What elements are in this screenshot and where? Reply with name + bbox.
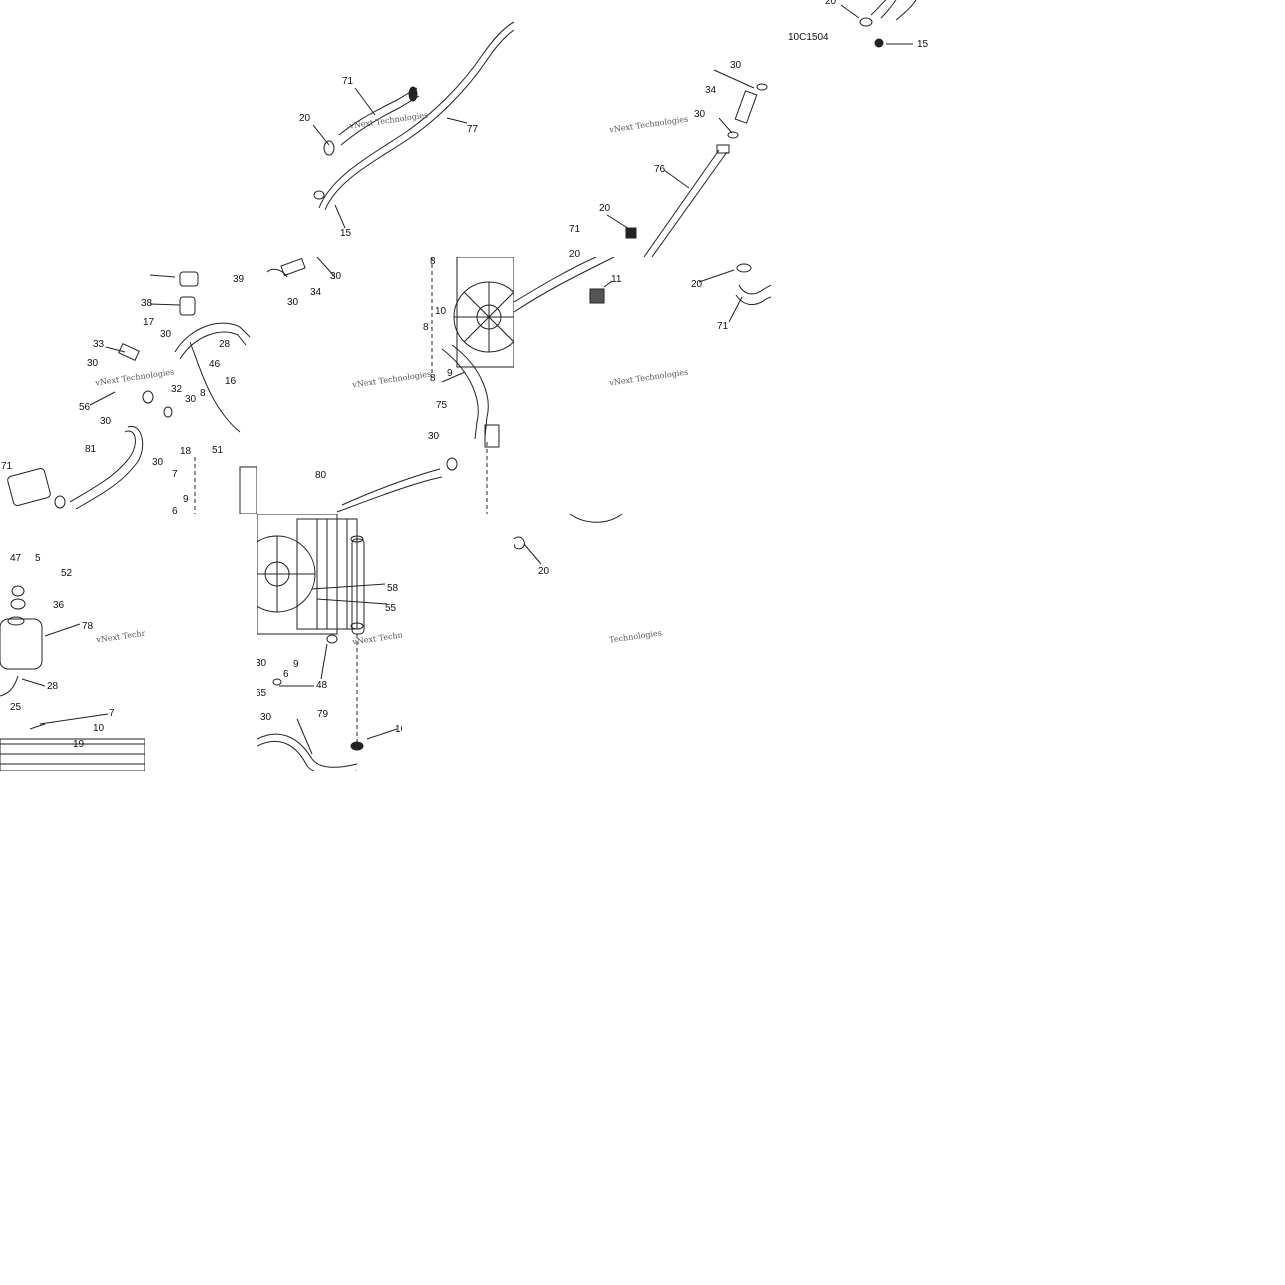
- pipe-drawing: [606, 69, 768, 257]
- callout: 30: [330, 271, 342, 282]
- clamp-drawing: [514, 514, 623, 565]
- diagram-tile-fan-hoses: 30 34 30 8 10 8 8 9 75 30 80 vNext Techn…: [257, 257, 514, 514]
- callout: 39: [233, 274, 245, 285]
- callout: 20: [691, 279, 703, 290]
- callout: 7: [172, 469, 178, 480]
- callout: 71: [569, 224, 581, 235]
- callout: 11: [611, 274, 622, 285]
- callout: 19: [73, 739, 85, 750]
- diagram-tile-corner: 20 15 10C1504: [771, 0, 1028, 60]
- callout: 30: [160, 329, 172, 340]
- callout: 38: [141, 298, 153, 309]
- callout: 30: [260, 712, 272, 723]
- radiator-drawing: [257, 514, 398, 771]
- callout: 15: [340, 228, 352, 239]
- diagram-tile-clamp: 25 20 Technologies: [514, 514, 771, 664]
- callout: 5: [35, 553, 41, 564]
- hose-end-drawing: [840, 0, 917, 48]
- fan-drawing: [266, 257, 514, 514]
- callout: 33: [93, 339, 105, 350]
- callout: 20: [538, 566, 550, 577]
- callout: 52: [61, 568, 73, 579]
- reservoir-drawing: [0, 585, 145, 771]
- callout: 9: [447, 368, 453, 379]
- callout: 30: [87, 358, 99, 369]
- callout: 10: [435, 306, 447, 317]
- diagram-tile-reservoir-fittings: 39 38 17 30 28 33 30 46 16 56 32 30 8 30…: [0, 257, 257, 514]
- callout: 77: [467, 124, 479, 135]
- callout: 28: [47, 681, 59, 692]
- callout: 51: [212, 445, 224, 456]
- callout: 30: [694, 109, 706, 120]
- callout: 81: [85, 444, 97, 455]
- callout: 78: [82, 621, 94, 632]
- callout: 25: [10, 702, 22, 713]
- callout: 30: [100, 416, 112, 427]
- elbow-drawing: [514, 257, 771, 514]
- callout: 34: [310, 287, 322, 298]
- callout: 7: [109, 708, 115, 719]
- diagram-tile-upper-hoses: 71 20 77 15 vNext Technologies: [257, 0, 514, 257]
- callout: 30: [185, 394, 197, 405]
- callout: 8: [200, 388, 206, 399]
- callout: 71: [717, 321, 729, 332]
- callout: 79: [317, 709, 329, 720]
- callout: 75: [436, 400, 448, 411]
- callout: 46: [209, 359, 221, 370]
- callout: 65: [257, 688, 267, 699]
- callout: 80: [315, 470, 327, 481]
- callout: 56: [79, 402, 91, 413]
- diagram-tile-pipe-76: 30 34 30 76 20 71 20 vNext Technologies: [514, 0, 771, 257]
- callout: 30: [152, 457, 164, 468]
- callout: 20: [299, 113, 311, 124]
- callout: 71: [342, 76, 354, 87]
- callout: 30: [730, 60, 742, 71]
- callout: 8: [430, 257, 436, 267]
- callout: 15: [917, 39, 929, 50]
- callout: 58: [387, 583, 399, 594]
- callout: 9: [293, 659, 299, 670]
- callout: 47: [10, 553, 22, 564]
- callout: 17: [143, 317, 155, 328]
- callout: 20: [825, 0, 837, 7]
- callout: 30: [428, 431, 440, 442]
- callout: 8: [423, 322, 429, 333]
- callout: 36: [53, 600, 65, 611]
- callout: 6: [172, 506, 178, 515]
- callout: 28: [219, 339, 231, 350]
- callout: 6: [283, 669, 289, 680]
- callout: 32: [171, 384, 183, 395]
- diagram-tile-radiator: 58 55 30 9 6 48 65 79 30 16 vNext Techno…: [257, 514, 402, 771]
- callout: 18: [180, 446, 192, 457]
- callout: 76: [654, 164, 666, 175]
- callout: 20: [599, 203, 611, 214]
- callout: 48: [316, 680, 328, 691]
- callout: 16: [395, 724, 402, 735]
- fittings-drawing: [7, 271, 257, 514]
- drawing-code: 10C1504: [788, 32, 829, 43]
- diagram-tile-reservoir: 47 5 52 36 78 28 25 7 10 19 vNext Techno…: [0, 514, 145, 771]
- callout: 16: [225, 376, 237, 387]
- callout: 9: [183, 494, 189, 505]
- callout: 71: [1, 461, 13, 472]
- callout: 30: [257, 658, 267, 669]
- callout: 30: [287, 297, 299, 308]
- callout: 10: [93, 723, 105, 734]
- callout: 20: [569, 249, 581, 258]
- callout: 55: [385, 603, 397, 614]
- callout: 8: [430, 373, 436, 384]
- hose-drawing: [312, 21, 514, 229]
- callout: 34: [705, 85, 717, 96]
- diagram-tile-elbow: 11 20 71 vNext Technologies: [514, 257, 771, 514]
